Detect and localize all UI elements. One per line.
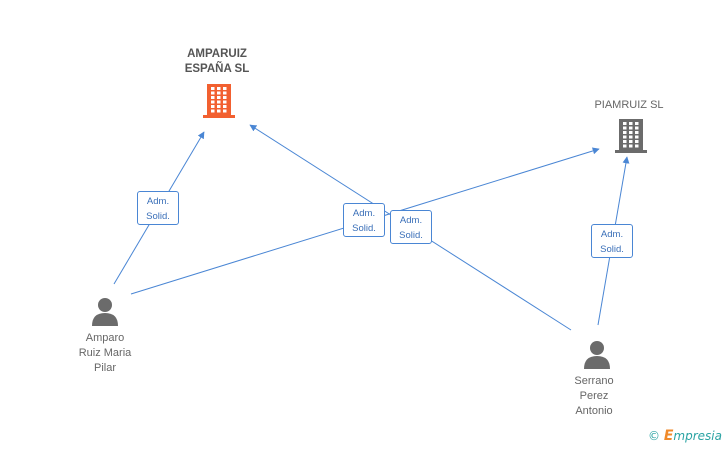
building-window xyxy=(223,105,227,108)
building-window xyxy=(211,87,215,90)
building-window xyxy=(635,131,639,134)
person-icon[interactable] xyxy=(582,339,612,369)
building-window xyxy=(623,144,627,148)
building-window xyxy=(217,100,221,104)
brand-logo-letter: E xyxy=(663,428,674,444)
person-icon-serrano xyxy=(584,341,610,369)
building-window xyxy=(623,140,627,143)
person-name-line: Pilar xyxy=(93,362,116,374)
building-window xyxy=(629,135,633,139)
role-line: Solid. xyxy=(352,223,376,234)
building-window xyxy=(217,109,221,113)
building-window xyxy=(211,91,215,95)
role-line: Adm. xyxy=(600,229,624,240)
building-window xyxy=(211,109,215,113)
company-name-line: AMPARUIZ xyxy=(187,48,247,60)
person-name-line: Perez xyxy=(579,390,609,402)
building-base xyxy=(615,150,647,153)
person-name-line: Ruiz Maria xyxy=(78,347,132,359)
building-window xyxy=(211,96,215,99)
building-window xyxy=(223,109,227,113)
company-name-piamruiz[interactable]: PIAMRUIZ SL xyxy=(579,98,679,113)
person-name-amparo[interactable]: Amparo Ruiz Maria Pilar xyxy=(55,331,155,376)
role-line: Adm. xyxy=(352,208,376,219)
building-window xyxy=(623,131,627,134)
building-window xyxy=(635,144,639,148)
building-window xyxy=(629,144,633,148)
role-line: Solid. xyxy=(399,230,423,241)
building-icon[interactable] xyxy=(203,83,235,119)
person-icon[interactable] xyxy=(90,296,120,326)
role-badge-amparo-piamruiz[interactable]: Adm. Solid. xyxy=(343,203,385,237)
role-line: Solid. xyxy=(146,211,170,222)
building-window xyxy=(223,100,227,104)
building-window xyxy=(623,122,627,125)
role-line: Solid. xyxy=(600,244,624,255)
company-name-line: PIAMRUIZ SL xyxy=(594,99,664,111)
person-name-line: Antonio xyxy=(575,405,613,417)
role-badge-serrano-amparuiz[interactable]: Adm. Solid. xyxy=(390,210,432,244)
brand-logo-text: mpresia xyxy=(673,429,722,443)
building-window xyxy=(217,91,221,95)
building-window xyxy=(217,105,221,108)
person-name-serrano[interactable]: Serrano Perez Antonio xyxy=(544,374,644,419)
role-line: Adm. xyxy=(146,196,170,207)
role-badge-amparo-amparuiz[interactable]: Adm. Solid. xyxy=(137,191,179,225)
building-window xyxy=(635,122,639,125)
building-window xyxy=(635,135,639,139)
copyright-symbol: © xyxy=(648,429,660,443)
building-window xyxy=(223,96,227,99)
building-window xyxy=(623,126,627,130)
building-icon-amparuiz xyxy=(203,84,235,118)
building-window xyxy=(211,105,215,108)
building-window xyxy=(629,122,633,125)
building-window xyxy=(629,140,633,143)
building-window xyxy=(217,96,221,99)
building-window xyxy=(217,87,221,90)
building-window xyxy=(223,91,227,95)
role-line: Adm. xyxy=(399,215,423,226)
person-name-line: Serrano xyxy=(574,375,614,387)
building-window xyxy=(211,100,215,104)
building-window xyxy=(623,135,627,139)
role-badge-serrano-piamruiz[interactable]: Adm. Solid. xyxy=(591,224,633,258)
company-name-line: ESPAÑA SL xyxy=(184,63,250,75)
building-window xyxy=(629,131,633,134)
building-icon[interactable] xyxy=(615,118,647,154)
copyright-notice[interactable]: © Empresia xyxy=(648,428,722,444)
building-window xyxy=(629,126,633,130)
building-window xyxy=(635,140,639,143)
building-window xyxy=(223,87,227,90)
building-icon-piamruiz xyxy=(615,119,647,153)
person-name-line: Amparo xyxy=(85,332,125,344)
company-name-amparuiz[interactable]: AMPARUIZ ESPAÑA SL xyxy=(167,47,267,77)
person-icon-amparo xyxy=(92,298,118,326)
building-base xyxy=(203,115,235,118)
building-window xyxy=(635,126,639,130)
